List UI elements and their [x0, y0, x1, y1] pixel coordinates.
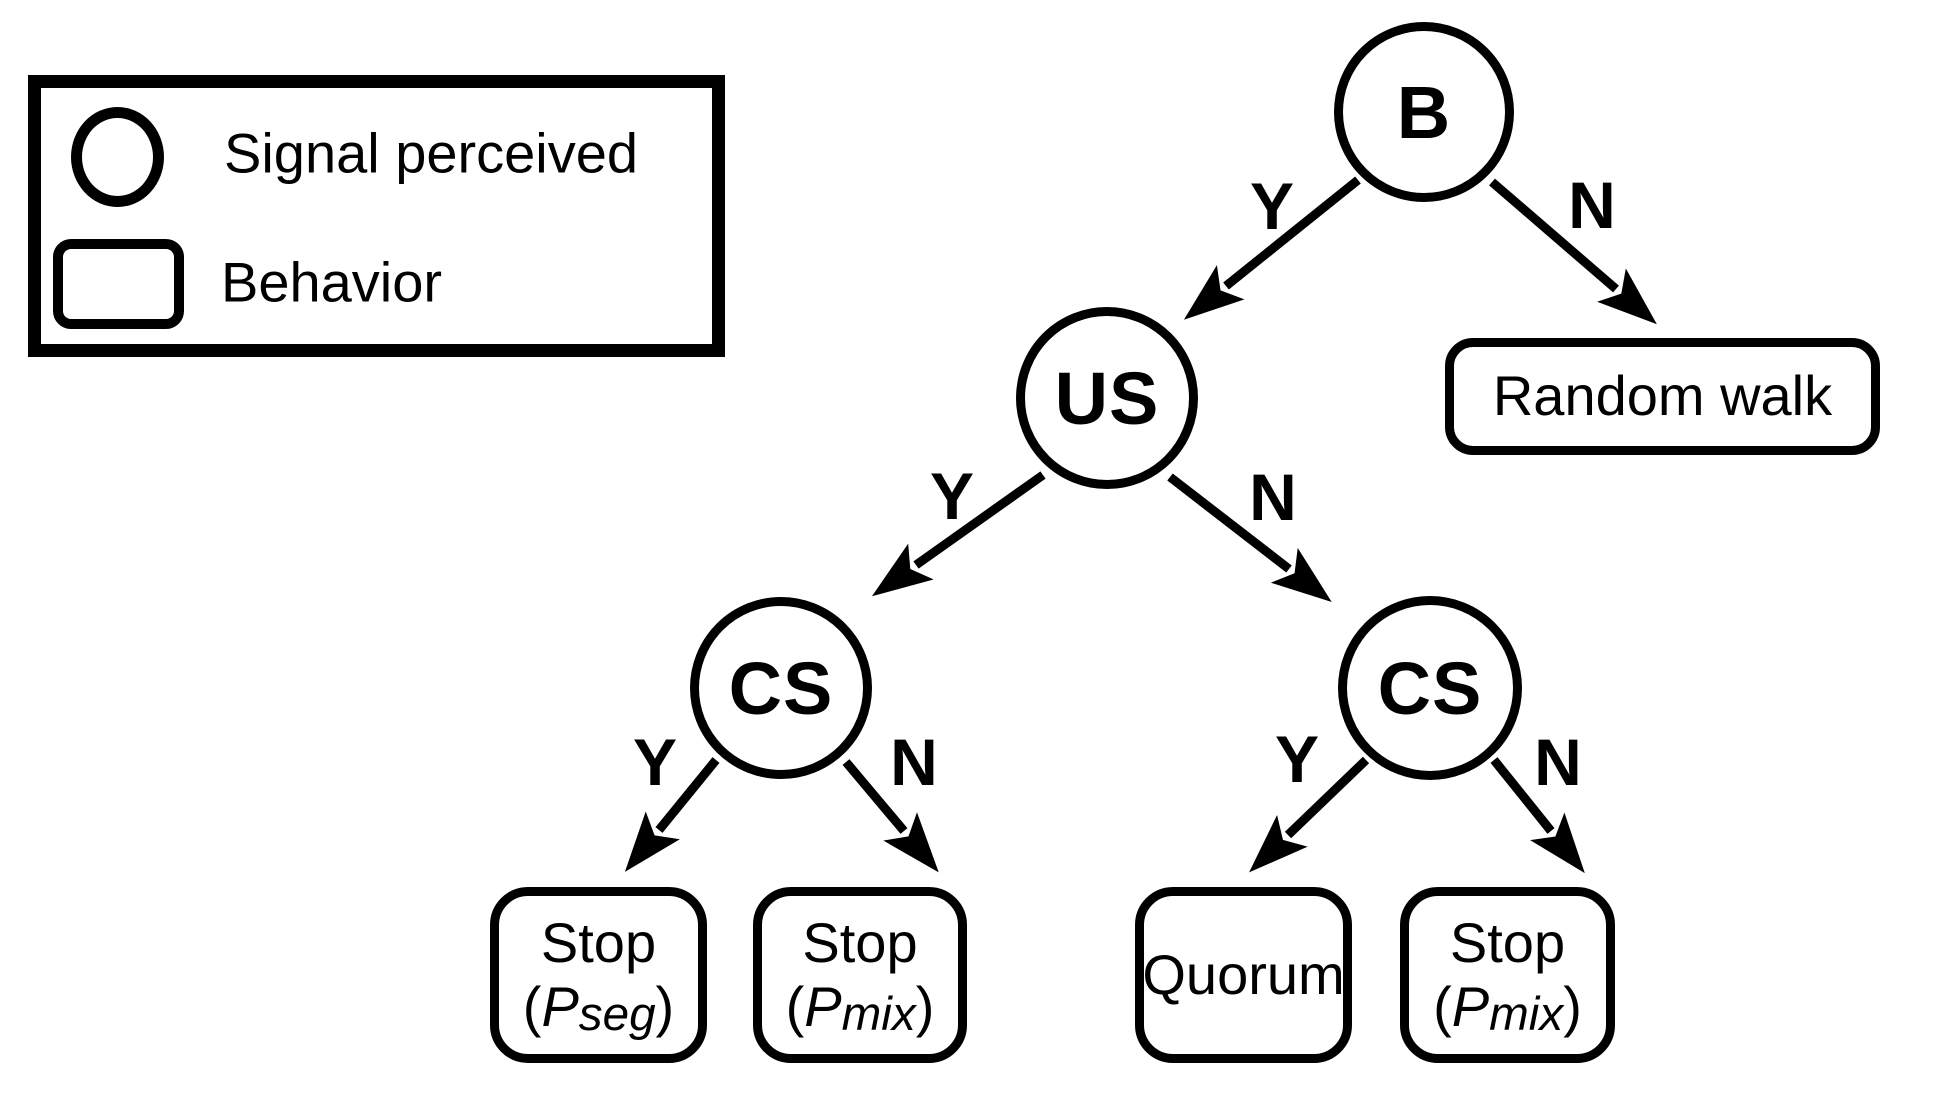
paren-open: (: [785, 975, 805, 1038]
p-symbol: P: [541, 975, 579, 1038]
arrow-b-yes: [1183, 176, 1361, 320]
signal-perceived-circle-icon: [71, 107, 164, 207]
arrow-cs-left-yes: [624, 757, 720, 872]
edge-label-b-yes: Y: [1249, 169, 1295, 243]
edge-label-cs-left-no: N: [890, 725, 938, 799]
p-subscript: mix: [1489, 987, 1564, 1041]
behavior-box-stop-pseg: Stop (Pseg): [490, 887, 707, 1063]
legend-box: Signal perceived Behavior: [28, 75, 725, 357]
edge-label-cs-left-yes: Y: [632, 725, 678, 799]
edge-label-cs-right-no: N: [1534, 725, 1582, 799]
arrow-cs-right-no: [1490, 757, 1585, 874]
behavior-label-stop: Stop: [802, 910, 918, 974]
node-cs-right: CS: [1338, 596, 1522, 780]
behavior-label-stop: Stop: [1449, 910, 1566, 974]
behavior-box-random-walk: Random walk: [1445, 338, 1880, 455]
arrow-us-no: [1167, 473, 1332, 603]
behavior-label-stop: Stop: [540, 910, 657, 974]
behavior-rect-icon: [53, 239, 184, 329]
paren-open: (: [1433, 975, 1452, 1038]
p-symbol: P: [804, 975, 842, 1038]
node-us-label: US: [1054, 356, 1160, 440]
node-cs-right-label: CS: [1377, 646, 1483, 730]
arrow-us-yes: [871, 471, 1046, 597]
edge-label-us-yes: Y: [929, 459, 975, 533]
p-symbol: P: [1451, 975, 1490, 1038]
paren-close: ): [915, 975, 935, 1038]
p-subscript: seg: [578, 987, 656, 1041]
behavior-sublabel-pseg: (Pseg): [522, 975, 675, 1041]
node-cs-left: CS: [690, 597, 872, 779]
legend-label-behavior: Behavior: [221, 250, 443, 314]
behavior-label-quorum: Quorum: [1142, 942, 1345, 1006]
paren-close: ): [655, 975, 675, 1038]
node-us: US: [1016, 307, 1198, 489]
behavior-label-random-walk: Random walk: [1492, 364, 1833, 428]
node-b-label: B: [1396, 70, 1452, 154]
behavior-sublabel-pmix: (Pmix): [785, 975, 935, 1041]
behavior-box-stop-pmix-right: Stop (Pmix): [1400, 887, 1615, 1063]
paren-open: (: [522, 975, 542, 1038]
arrow-b-no: [1489, 178, 1657, 325]
p-subscript: mix: [841, 987, 916, 1041]
legend-label-signal-perceived: Signal perceived: [224, 121, 639, 185]
behavior-box-quorum: Quorum: [1135, 887, 1352, 1063]
arrow-cs-right-yes: [1249, 756, 1370, 873]
edge-label-b-no: N: [1568, 168, 1616, 242]
node-b: B: [1334, 22, 1514, 202]
edge-label-cs-right-yes: Y: [1274, 722, 1320, 796]
arrow-cs-left-no: [842, 759, 939, 873]
behavior-sublabel-pmix: (Pmix): [1433, 975, 1582, 1041]
edge-label-us-no: N: [1249, 460, 1297, 534]
behavior-box-stop-pmix-left: Stop (Pmix): [753, 887, 967, 1063]
paren-close: ): [1563, 975, 1582, 1038]
node-cs-left-label: CS: [728, 646, 834, 730]
